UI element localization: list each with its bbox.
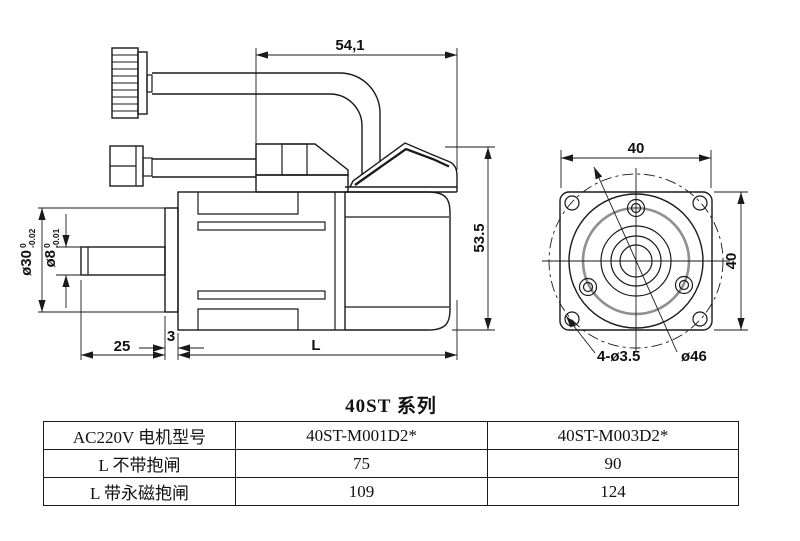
large-cable <box>152 72 381 175</box>
dim-label-boss-dia: ø30 <box>18 250 35 276</box>
small-connector <box>109 145 153 187</box>
cell-nobrake-2: 90 <box>487 449 739 478</box>
table-row-model: AC220V 电机型号 40ST-M001D2* 40ST-M003D2* <box>43 421 739 450</box>
dim-flange-width: 40 <box>560 140 712 188</box>
cell-nobrake-1: 75 <box>235 449 488 478</box>
cell-brake-header: L 带永磁抱闸 <box>43 477 236 506</box>
dim-shaft-diameter: ø8 0 -0.01 <box>42 214 81 308</box>
front-view: 40 40 ø46 4-ø3.5 <box>542 140 748 365</box>
dim-flange-height: 40 <box>714 191 748 331</box>
small-cable <box>152 158 256 178</box>
cell-model-header: AC220V 电机型号 <box>43 421 236 450</box>
shaft-tolerance-lower: -0.01 <box>51 228 61 248</box>
dim-label-25: 25 <box>114 338 131 355</box>
rear-cap <box>349 142 458 192</box>
dim-label-3: 3 <box>167 328 175 345</box>
shaft-boss <box>164 207 179 313</box>
shaft <box>80 246 166 276</box>
dim-label-shaft-dia: ø8 <box>42 250 59 268</box>
dim-label-flange-width: 40 <box>628 140 645 157</box>
rear-housing <box>345 142 458 331</box>
cell-brake-1: 109 <box>235 477 488 506</box>
dim-label-flange-height: 40 <box>723 253 740 270</box>
cap-seam <box>354 147 450 186</box>
cell-model-2: 40ST-M003D2* <box>487 421 739 450</box>
callout-corner-holes: 4-ø3.5 <box>565 315 640 365</box>
callout-bolt-circle: ø46 <box>593 166 707 365</box>
dim-shaft-length: 25 <box>80 280 166 360</box>
series-title: 40ST 系列 <box>345 396 437 417</box>
motor-body <box>80 191 346 331</box>
motor-technical-drawing: 54,1 53.5 ø30 0 -0.02 ø8 0 -0.01 <box>18 37 748 365</box>
cell-nobrake-header: L 不带抱闸 <box>43 449 236 478</box>
side-view: 54,1 53.5 ø30 0 -0.02 ø8 0 -0.01 <box>18 37 495 360</box>
cell-brake-2: 124 <box>487 477 739 506</box>
boss-tolerance-upper: 0 <box>18 243 28 248</box>
table-row-length-no-brake: L 不带抱闸 75 90 <box>43 449 739 478</box>
dim-label-54-1: 54,1 <box>335 37 364 54</box>
junction-box <box>255 143 349 193</box>
shaft-tolerance-upper: 0 <box>42 243 52 248</box>
large-connector <box>111 47 153 119</box>
dim-label-53-5: 53.5 <box>471 223 488 252</box>
dim-cable-depth: 54,1 <box>255 37 458 192</box>
dim-total-height: 53.5 <box>445 146 495 331</box>
table-row-length-with-brake: L 带永磁抱闸 109 124 <box>43 477 739 506</box>
dim-label-L: L <box>311 337 320 354</box>
boss-tolerance-lower: -0.02 <box>27 228 37 248</box>
cell-model-1: 40ST-M001D2* <box>235 421 488 450</box>
spec-table: AC220V 电机型号 40ST-M001D2* 40ST-M003D2* L … <box>43 421 739 506</box>
dim-label-bolt-circle: ø46 <box>681 348 707 365</box>
dim-label-corner-holes: 4-ø3.5 <box>597 348 640 365</box>
dim-body-length: L <box>178 300 458 360</box>
dim-boss-diameter: ø30 0 -0.02 <box>18 207 165 313</box>
